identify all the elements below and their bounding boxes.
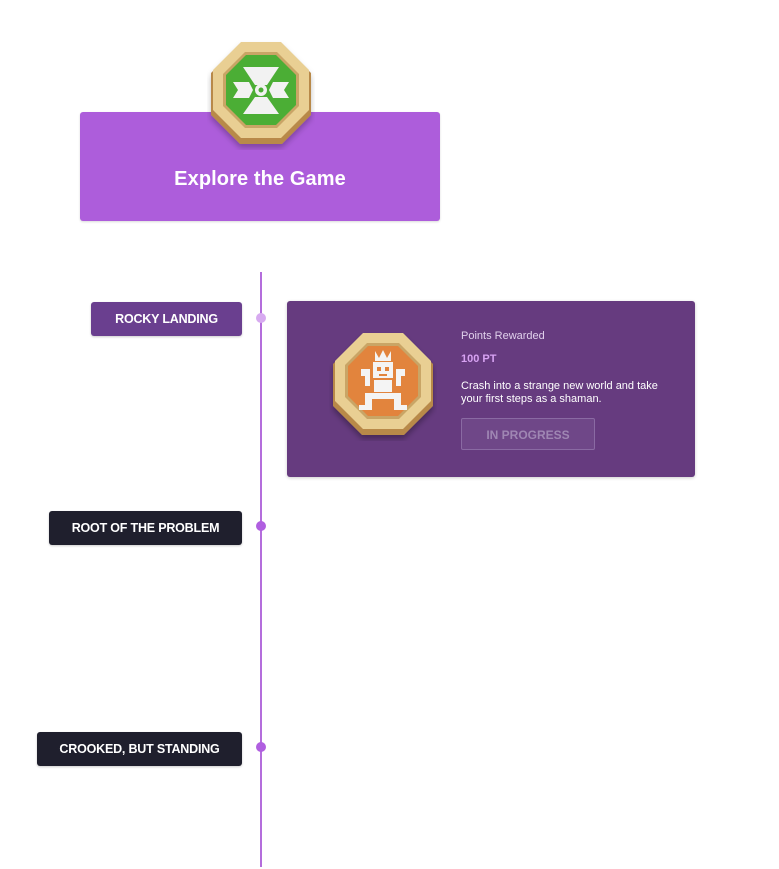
points-rewarded-value: 100 PT — [461, 353, 497, 365]
quest-description: Crash into a strange new world and take … — [461, 380, 658, 405]
timeline-line — [260, 272, 262, 867]
compass-glyph-icon — [211, 42, 311, 144]
stage-label-rocky-landing[interactable]: ROCKY LANDING — [91, 302, 242, 336]
stage-label-root-of-the-problem[interactable]: ROOT OF THE PROBLEM — [49, 511, 242, 545]
points-rewarded-label: Points Rewarded — [461, 330, 545, 342]
stage-label-crooked-but-standing[interactable]: CROOKED, BUT STANDING — [37, 732, 242, 766]
shaman-totem-icon — [333, 333, 433, 435]
timeline-dot-current — [256, 313, 266, 323]
timeline-dot — [256, 742, 266, 752]
timeline-dot — [256, 521, 266, 531]
in-progress-button[interactable]: IN PROGRESS — [461, 418, 595, 450]
quest-card: Points Rewarded 100 PT Crash into a stra… — [287, 301, 695, 477]
chapter-title: Explore the Game — [174, 168, 346, 190]
